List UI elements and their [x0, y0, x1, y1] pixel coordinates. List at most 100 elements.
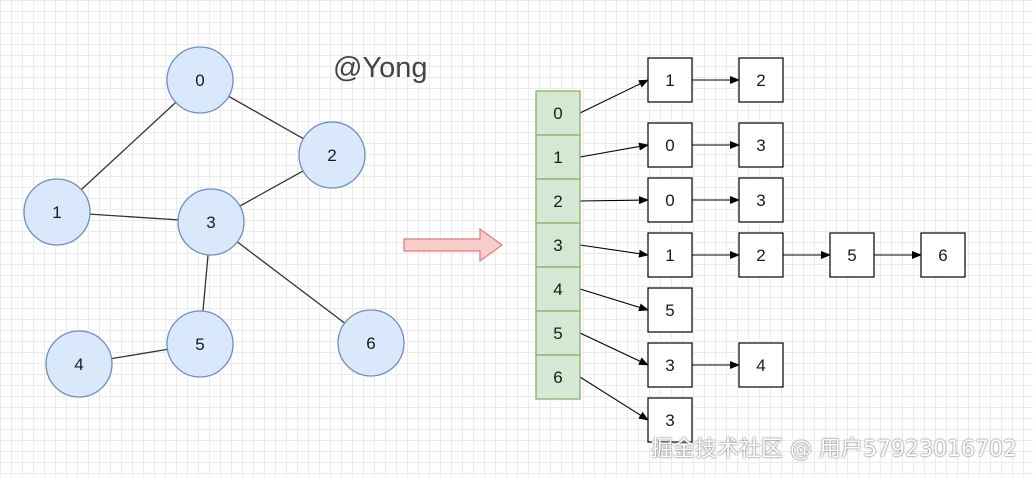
- author-label: @Yong: [333, 52, 428, 84]
- index-cell-6: 6: [535, 354, 581, 400]
- graph-node-circle: [45, 330, 113, 398]
- list-node-box: [738, 57, 784, 103]
- index-cell-4: 4: [535, 266, 581, 312]
- index-cell-label: 5: [553, 324, 562, 343]
- list-node-1-0: 0: [647, 122, 693, 168]
- list-node-box: [920, 232, 966, 278]
- index-cell-label: 3: [553, 236, 562, 255]
- list-node-box: [738, 177, 784, 223]
- list-node-3-6: 6: [920, 232, 966, 278]
- graph-node-label: 1: [52, 203, 61, 222]
- list-node-label: 5: [847, 246, 856, 265]
- list-node-label: 0: [665, 136, 674, 155]
- graph-node-4: 4: [45, 330, 113, 398]
- index-cell-label: 4: [553, 280, 562, 299]
- graph-node-circle: [23, 178, 91, 246]
- graph-edge-3-5: [202, 254, 209, 312]
- list-node-5-4: 4: [738, 342, 784, 388]
- transform-arrow: [403, 227, 504, 263]
- graph-edge-0-1: [80, 101, 177, 191]
- list-node-4-5: 5: [647, 287, 693, 333]
- index-cell-2: 2: [535, 178, 581, 224]
- index-cell-box: [535, 310, 581, 356]
- list-node-0-2: 2: [738, 57, 784, 103]
- index-cell-1: 1: [535, 134, 581, 180]
- list-node-box: [647, 122, 693, 168]
- list-node-label: 3: [665, 411, 674, 430]
- list-cells: 1 2 0 3 0 3 1 2 5 6 5 3 4 3: [647, 57, 966, 443]
- list-node-5-3: 3: [647, 342, 693, 388]
- index-cell-box: [535, 90, 581, 136]
- list-node-box: [647, 287, 693, 333]
- list-node-box: [647, 232, 693, 278]
- index-cell-box: [535, 266, 581, 312]
- graph-node-5: 5: [166, 310, 234, 378]
- list-node-label: 6: [938, 246, 947, 265]
- list-node-2-3: 3: [738, 177, 784, 223]
- list-node-box: [738, 122, 784, 168]
- list-node-3-1: 1: [647, 232, 693, 278]
- list-connectors: [579, 76, 922, 421]
- list-node-box: [738, 232, 784, 278]
- index-cell-label: 0: [553, 104, 562, 123]
- list-node-label: 5: [665, 301, 674, 320]
- graph-node-label: 3: [206, 213, 215, 232]
- graph-node-6: 6: [337, 309, 405, 377]
- list-node-box: [647, 397, 693, 443]
- list-node-6-3: 3: [647, 397, 693, 443]
- index-cell-label: 6: [553, 368, 562, 387]
- list-node-box: [647, 342, 693, 388]
- index-cell-label: 2: [553, 192, 562, 211]
- graph-node-circle: [337, 309, 405, 377]
- list-node-label: 2: [756, 246, 765, 265]
- graph-node-3: 3: [177, 188, 245, 256]
- index-cell-box: [535, 178, 581, 224]
- list-node-label: 0: [665, 191, 674, 210]
- list-node-label: 1: [665, 71, 674, 90]
- graph-edge-2-3: [239, 170, 304, 207]
- graph-node-label: 0: [195, 71, 204, 90]
- list-node-3-2: 2: [738, 232, 784, 278]
- graph-node-label: 4: [74, 355, 83, 374]
- graph-edge-0-2: [228, 95, 304, 140]
- index-to-list-arrow-0: [579, 79, 649, 114]
- list-node-label: 2: [756, 71, 765, 90]
- list-node-label: 3: [756, 136, 765, 155]
- list-node-2-0: 0: [647, 177, 693, 223]
- graph-node-2: 2: [298, 121, 366, 189]
- graph-node-label: 5: [195, 335, 204, 354]
- list-node-0-1: 1: [647, 57, 693, 103]
- list-node-3-5: 5: [829, 232, 875, 278]
- list-node-label: 3: [756, 191, 765, 210]
- graph-node-circle: [166, 46, 234, 114]
- graph-edge-4-5: [111, 348, 168, 360]
- list-node-label: 3: [665, 356, 674, 375]
- index-to-list-arrow-6: [579, 376, 649, 421]
- list-node-box: [738, 342, 784, 388]
- graph-node-circle: [298, 121, 366, 189]
- index-cell-0: 0: [535, 90, 581, 136]
- index-cell-5: 5: [535, 310, 581, 356]
- index-cell-box: [535, 222, 581, 268]
- graph-edge-1-3: [89, 213, 179, 221]
- list-node-label: 4: [756, 356, 765, 375]
- index-to-list-arrow-2: [579, 196, 649, 205]
- index-cell-label: 1: [553, 148, 562, 167]
- index-cell-3: 3: [535, 222, 581, 268]
- graph-node-1: 1: [23, 178, 91, 246]
- graph-edges: [80, 95, 346, 360]
- index-to-list-arrow-4: [579, 288, 649, 312]
- graph-node-circle: [166, 310, 234, 378]
- graph-edge-3-6: [236, 241, 346, 324]
- graph-node-0: 0: [166, 46, 234, 114]
- list-node-1-3: 3: [738, 122, 784, 168]
- index-cell-box: [535, 354, 581, 400]
- graph-node-label: 2: [327, 146, 336, 165]
- graph-node-circle: [177, 188, 245, 256]
- list-node-label: 1: [665, 246, 674, 265]
- index-to-list-arrow-5: [579, 332, 649, 366]
- list-node-box: [647, 177, 693, 223]
- list-node-box: [647, 57, 693, 103]
- graph-node-label: 6: [366, 334, 375, 353]
